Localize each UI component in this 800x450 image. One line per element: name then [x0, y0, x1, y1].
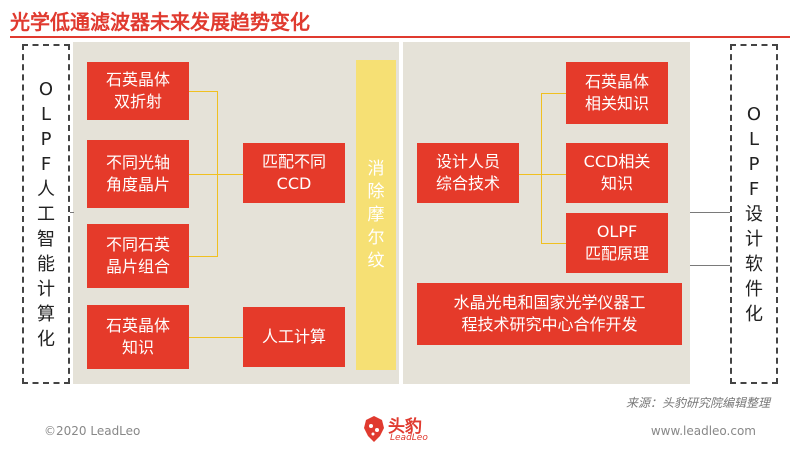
connector-h-1	[189, 91, 218, 92]
connector-r-h-2	[541, 174, 566, 175]
box-text-line: 石英晶体	[105, 70, 170, 89]
connector-h-to-ccd	[217, 174, 243, 175]
right-label-char: F	[748, 178, 760, 200]
connector-right-label-1	[690, 212, 730, 213]
box-text-line: 知识	[121, 338, 154, 357]
box-text-line: 匹配原理	[584, 244, 649, 263]
box-match-ccd: 匹配不同 CCD	[243, 143, 345, 203]
box-text-line: 设计人员	[435, 152, 500, 171]
box-text-line: 程技术研究中心合作开发	[461, 315, 638, 334]
connector-h-2	[189, 174, 218, 175]
leadleo-logo: 头豹 LeadLeo	[362, 412, 442, 446]
box-optical-axis-angle: 不同光轴角度晶片	[87, 140, 189, 208]
source-note: 来源：头豹研究院编辑整理	[625, 396, 770, 410]
left-label-char: P	[40, 128, 52, 150]
right-label-char: 件	[745, 278, 763, 300]
box-text-line: CCD	[276, 174, 312, 193]
connector-r-h-main	[519, 174, 542, 175]
box-cooperation: 水晶光电和国家光学仪器工程技术研究中心合作开发	[417, 283, 682, 345]
bar-char: 摩	[367, 204, 385, 225]
bar-char: 除	[367, 181, 385, 202]
copyright: ©2020 LeadLeo	[44, 424, 141, 438]
box-text-line: 人工计算	[261, 327, 326, 346]
right-label-char: L	[748, 128, 760, 150]
page-title: 光学低通滤波器未来发展趋势变化	[10, 10, 310, 34]
left-label-char: 工	[37, 203, 55, 225]
center-bar-moire: 消 除 摩 尔 纹	[356, 60, 396, 370]
left-label-char: F	[40, 153, 52, 175]
box-text-line: CCD相关	[583, 152, 651, 171]
connector-r-v-bracket	[541, 93, 542, 243]
left-label-char: 算	[37, 303, 55, 325]
left-label-char: 智	[37, 228, 55, 250]
right-label-char: 化	[745, 303, 763, 325]
left-label-char: O	[38, 78, 54, 100]
bar-char: 纹	[367, 250, 385, 271]
right-label-char: 计	[745, 228, 763, 250]
box-text-line: 知识	[600, 174, 633, 193]
box-olpf-principle: OLPF 匹配原理	[566, 213, 668, 273]
left-label-char: 计	[37, 278, 55, 300]
logo-text-cn: 头豹	[388, 417, 422, 437]
left-goal-label: O L P F 人 工 智 能 计 算 化	[22, 44, 70, 384]
box-text-line: 石英晶体	[584, 72, 649, 91]
connector-h-4	[189, 337, 243, 338]
box-text-line: 匹配不同	[261, 152, 326, 171]
box-text-line: 双折射	[113, 92, 162, 111]
box-text-line: 晶片组合	[105, 257, 170, 276]
box-text-line: OLPF	[596, 222, 638, 241]
box-text-line: 不同石英	[105, 235, 170, 254]
connector-r-h-1	[541, 93, 566, 94]
box-text-line: 角度晶片	[105, 175, 170, 194]
box-quartz-birefringence: 石英晶体双折射	[87, 62, 189, 120]
box-text-line: 综合技术	[435, 174, 500, 193]
right-label-char: P	[748, 153, 760, 175]
connector-right-label-2	[690, 265, 730, 266]
box-text-line: 相关知识	[584, 94, 649, 113]
box-quartz-wafer-combo: 不同石英晶片组合	[87, 224, 189, 288]
right-goal-label: O L P F 设 计 软 件 化	[730, 44, 778, 384]
left-label-char: L	[40, 103, 52, 125]
box-ai-compute: 人工计算	[243, 307, 345, 367]
connector-r-h-3	[541, 243, 566, 244]
box-quartz-knowledge: 石英晶体知识	[87, 305, 189, 369]
left-label-char: 能	[37, 253, 55, 275]
website: www.leadleo.com	[650, 424, 756, 438]
logo-text-en: LeadLeo	[390, 433, 428, 443]
right-label-char: 软	[745, 253, 763, 275]
title-underline	[10, 36, 790, 38]
bar-char: 尔	[367, 227, 385, 248]
connector-left-label	[70, 212, 74, 213]
box-ccd-related: CCD相关知识	[566, 143, 668, 203]
box-text-line: 不同光轴	[105, 153, 170, 172]
left-label-char: 人	[37, 178, 55, 200]
leopard-icon	[364, 416, 384, 442]
box-text-line: 石英晶体	[105, 316, 170, 335]
box-designer-skill: 设计人员综合技术	[417, 143, 519, 203]
right-label-char: O	[746, 103, 762, 125]
box-text-line: 水晶光电和国家光学仪器工	[453, 293, 646, 312]
connector-h-3	[189, 256, 218, 257]
right-label-char: 设	[745, 203, 763, 225]
box-quartz-related: 石英晶体相关知识	[566, 62, 668, 124]
left-label-char: 化	[37, 328, 55, 350]
bar-char: 消	[367, 158, 385, 179]
